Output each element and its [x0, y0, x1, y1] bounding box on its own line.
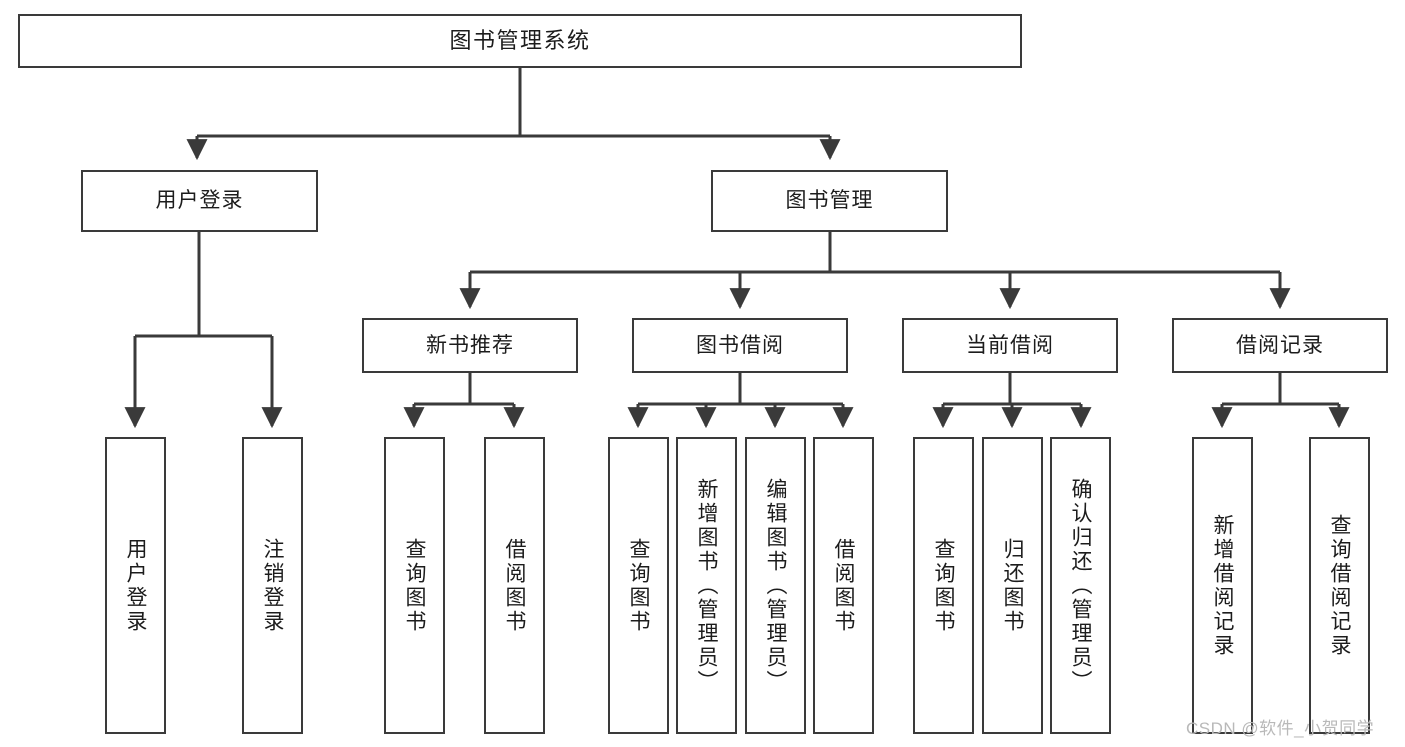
node-label: 图书借阅: [696, 333, 784, 357]
node-label: 用户登录: [124, 537, 147, 634]
node-label: 图书管理: [785, 189, 874, 213]
node-label: 新书推荐: [426, 333, 514, 357]
node-root-book-management-system[interactable]: 图书管理系统: [18, 14, 1022, 68]
node-label: 用户登录: [155, 189, 244, 213]
leaf-confirm-return[interactable]: 确认归还（管理员）: [1050, 437, 1111, 734]
node-label: 编辑图书（管理员）: [764, 477, 787, 694]
node-label: 借阅图书: [832, 537, 855, 634]
node-book-borrow[interactable]: 图书借阅: [632, 318, 848, 373]
node-label: 确认归还（管理员）: [1069, 477, 1092, 694]
leaf-borrow-book-2[interactable]: 借阅图书: [813, 437, 874, 734]
node-user-login[interactable]: 用户登录: [81, 170, 318, 232]
csdn-watermark: CSDN @软件_小贺同学: [1186, 719, 1375, 738]
node-label: 新增借阅记录: [1211, 513, 1234, 658]
node-label: 图书管理系统: [449, 27, 591, 53]
leaf-return-book[interactable]: 归还图书: [982, 437, 1043, 734]
node-label: 查询借阅记录: [1328, 513, 1351, 658]
leaf-query-book-1[interactable]: 查询图书: [384, 437, 445, 734]
node-book-management[interactable]: 图书管理: [711, 170, 948, 232]
leaf-user-login[interactable]: 用户登录: [105, 437, 166, 734]
node-label: 当前借阅: [966, 333, 1054, 357]
leaf-query-book-3[interactable]: 查询图书: [913, 437, 974, 734]
node-borrow-record[interactable]: 借阅记录: [1172, 318, 1388, 373]
node-current-borrow[interactable]: 当前借阅: [902, 318, 1118, 373]
node-label: 归还图书: [1001, 537, 1024, 634]
leaf-logout-login[interactable]: 注销登录: [242, 437, 303, 734]
leaf-query-book-2[interactable]: 查询图书: [608, 437, 669, 734]
leaf-borrow-book-1[interactable]: 借阅图书: [484, 437, 545, 734]
node-label: 查询图书: [403, 537, 426, 634]
node-label: 借阅记录: [1236, 333, 1324, 357]
leaf-add-record[interactable]: 新增借阅记录: [1192, 437, 1253, 734]
node-label: 借阅图书: [503, 537, 526, 634]
node-label: 查询图书: [627, 537, 650, 634]
leaf-query-record[interactable]: 查询借阅记录: [1309, 437, 1370, 734]
leaf-add-book[interactable]: 新增图书（管理员）: [676, 437, 737, 734]
leaf-edit-book[interactable]: 编辑图书（管理员）: [745, 437, 806, 734]
node-label: 新增图书（管理员）: [695, 477, 718, 694]
node-label: 查询图书: [932, 537, 955, 634]
node-label: 注销登录: [261, 537, 284, 634]
node-new-book-recommend[interactable]: 新书推荐: [362, 318, 578, 373]
